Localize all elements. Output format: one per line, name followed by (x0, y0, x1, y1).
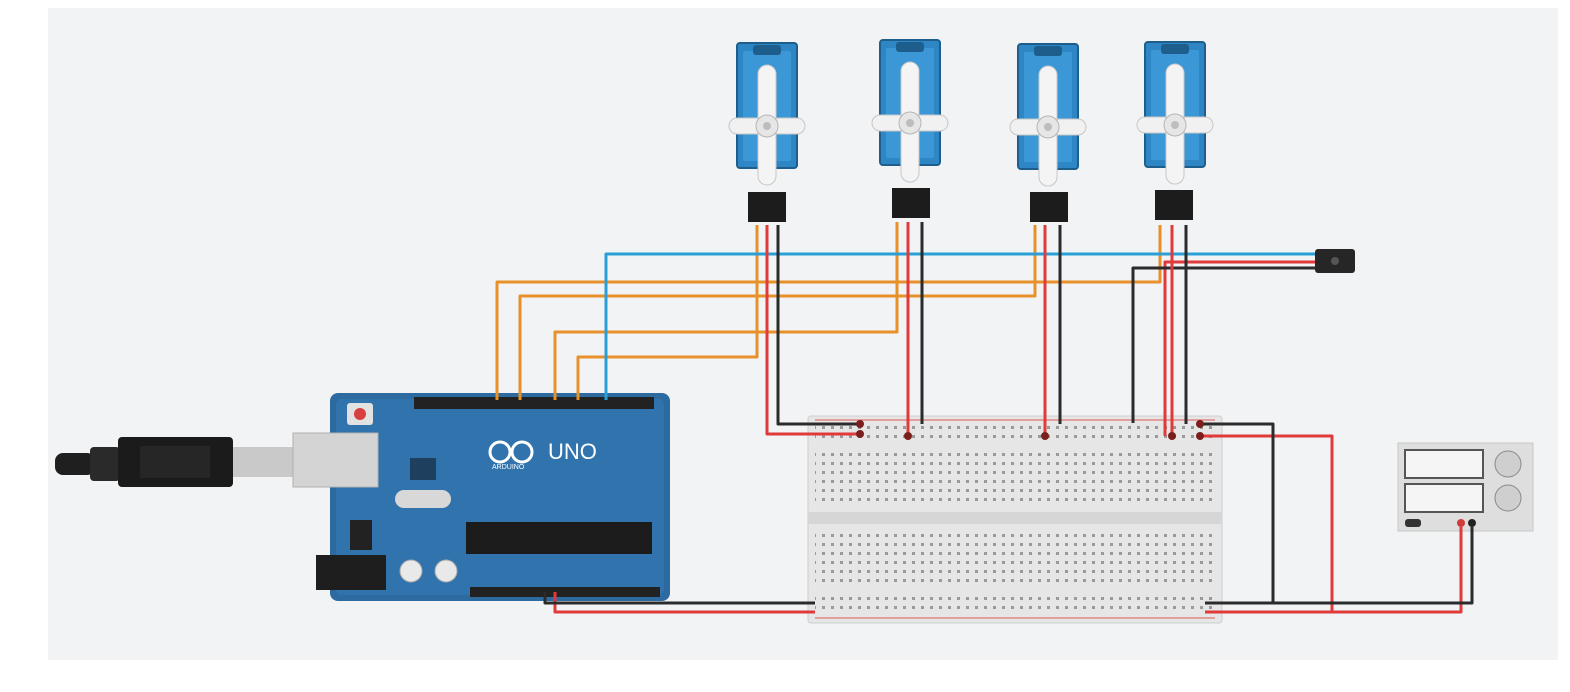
servo-1[interactable] (728, 42, 806, 222)
atmega-chip (466, 522, 652, 554)
board-model-label: UNO (548, 439, 597, 464)
power-header (470, 587, 660, 597)
sensor-module[interactable] (1315, 249, 1355, 273)
wire-junction-dot (1196, 432, 1204, 440)
wire-junction-dot (1041, 432, 1049, 440)
arduino-uno-board[interactable]: ARDUINO UNO (292, 393, 670, 601)
arduino-power-wire[interactable] (553, 592, 815, 614)
digital-header (414, 397, 654, 409)
wire-junction-dot (1168, 432, 1176, 440)
wire-junction-dot (856, 420, 864, 428)
servo-4[interactable] (1136, 41, 1214, 220)
breadboard[interactable] (807, 415, 1223, 624)
svg-text:ARDUINO: ARDUINO (492, 464, 525, 471)
supply-power-wire[interactable] (1332, 527, 1463, 614)
rail-power-wire[interactable] (1200, 434, 1334, 614)
bench-power-supply[interactable] (1397, 442, 1534, 532)
voltage-knob[interactable] (1494, 450, 1522, 478)
sensor-signal-wire[interactable] (604, 252, 1315, 400)
servo1-ground-wire[interactable] (776, 225, 860, 426)
current-knob[interactable] (1494, 484, 1522, 512)
arduino-ground-wire[interactable] (543, 592, 815, 605)
servo-2[interactable] (871, 39, 949, 218)
servo-3[interactable] (1009, 43, 1087, 222)
supply-ground-wire[interactable] (1273, 527, 1474, 605)
wires (495, 222, 1474, 614)
dc-power-jack (316, 555, 386, 590)
signal-wire-4[interactable] (576, 225, 759, 400)
sensor-power-wire[interactable] (1163, 260, 1315, 436)
servo1-power-wire[interactable] (765, 225, 860, 436)
signal-wire-3[interactable] (553, 222, 899, 400)
wire-junction-dot (904, 432, 912, 440)
sensor-ground-wire[interactable] (1131, 266, 1315, 423)
arduino-logo: ARDUINO (488, 440, 534, 471)
wire-junction-dot (1196, 420, 1204, 428)
canvas-background (48, 8, 1558, 660)
rail-ground-wire[interactable] (1200, 422, 1275, 605)
wire-junction-dot (856, 430, 864, 438)
